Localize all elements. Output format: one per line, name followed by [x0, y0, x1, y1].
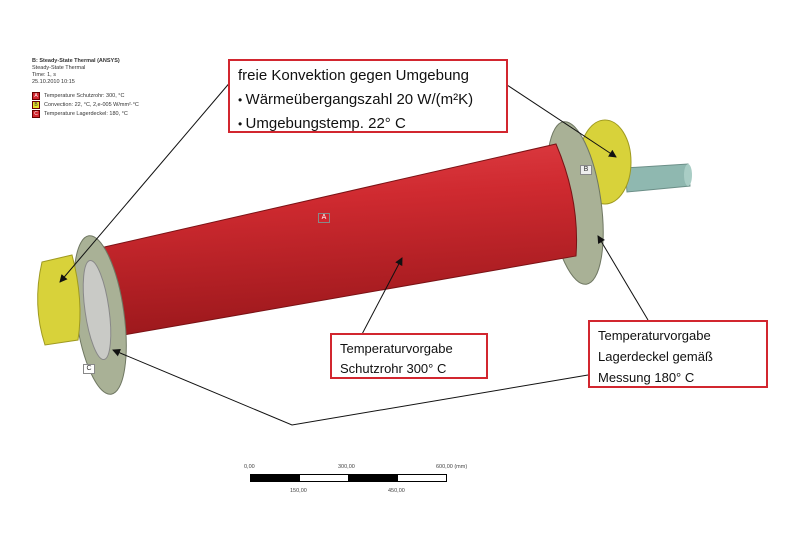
scale-label: 450,00	[388, 488, 405, 494]
left-cap	[37, 254, 81, 346]
callout-line: Temperaturvorgabe	[598, 328, 711, 343]
scale-label: 300,00	[338, 464, 355, 470]
scale-label: 150,00	[290, 488, 307, 494]
scale-segment	[299, 474, 349, 482]
legend-label: Temperature Schutzrohr: 300, °C	[44, 92, 125, 99]
marker-b: B	[580, 165, 592, 175]
legend-date: 25.10.2010 10:15	[32, 79, 75, 85]
legend-swatch: B	[32, 101, 40, 109]
leader-line	[506, 84, 617, 158]
left-flange-inner	[82, 259, 112, 361]
scale-segment	[397, 474, 447, 482]
legend-label: Convection: 22, °C, 2,e-005 W/mm²·°C	[44, 101, 139, 108]
callout-line: Messung 180° C	[598, 370, 695, 385]
shaft	[624, 163, 691, 193]
scale-label: 0,00	[244, 464, 255, 470]
legend: B: Steady-State Thermal (ANSYS) Steady-S…	[32, 58, 139, 118]
shaft-end	[684, 164, 692, 186]
leader-line	[359, 257, 403, 339]
legend-item: A Temperature Schutzrohr: 300, °C	[32, 92, 139, 100]
callout-bullet: Umgebungstemp. 22° C	[238, 112, 498, 136]
callout-title: freie Konvektion gegen Umgebung	[238, 67, 469, 84]
legend-swatch: A	[32, 92, 40, 100]
pipe	[97, 143, 578, 337]
callout-bullet: Wärmeübergangszahl 20 W/(m²K)	[238, 88, 498, 112]
legend-label: Temperature Lagerdeckel: 180, °C	[44, 110, 128, 117]
callout-line: Schutzrohr 300° C	[340, 361, 447, 376]
legend-subtitle: Steady-State Thermal	[32, 65, 86, 71]
leader-line	[112, 349, 589, 426]
legend-swatch: C	[32, 110, 40, 118]
legend-item: B Convection: 22, °C, 2,e-005 W/mm²·°C	[32, 101, 139, 109]
scale-label: 600,00 (mm)	[436, 464, 468, 470]
callout-convection: freie Konvektion gegen Umgebung Wärmeübe…	[228, 59, 508, 133]
marker-c: C	[83, 364, 95, 374]
scale-segment	[250, 474, 300, 482]
callout-line: Temperaturvorgabe	[340, 341, 453, 356]
scale-segment	[348, 474, 398, 482]
legend-title: B: Steady-State Thermal (ANSYS)	[32, 58, 120, 64]
callout-lagerdeckel: Temperaturvorgabe Lagerdeckel gemäß Mess…	[588, 320, 768, 388]
legend-time: Time: 1, s	[32, 72, 56, 78]
marker-a: A	[318, 213, 330, 223]
callout-schutzrohr: Temperaturvorgabe Schutzrohr 300° C	[330, 333, 488, 379]
leader-line	[597, 235, 649, 321]
legend-item: C Temperature Lagerdeckel: 180, °C	[32, 110, 139, 118]
leader-line	[59, 79, 233, 283]
callout-line: Lagerdeckel gemäß	[598, 349, 713, 364]
